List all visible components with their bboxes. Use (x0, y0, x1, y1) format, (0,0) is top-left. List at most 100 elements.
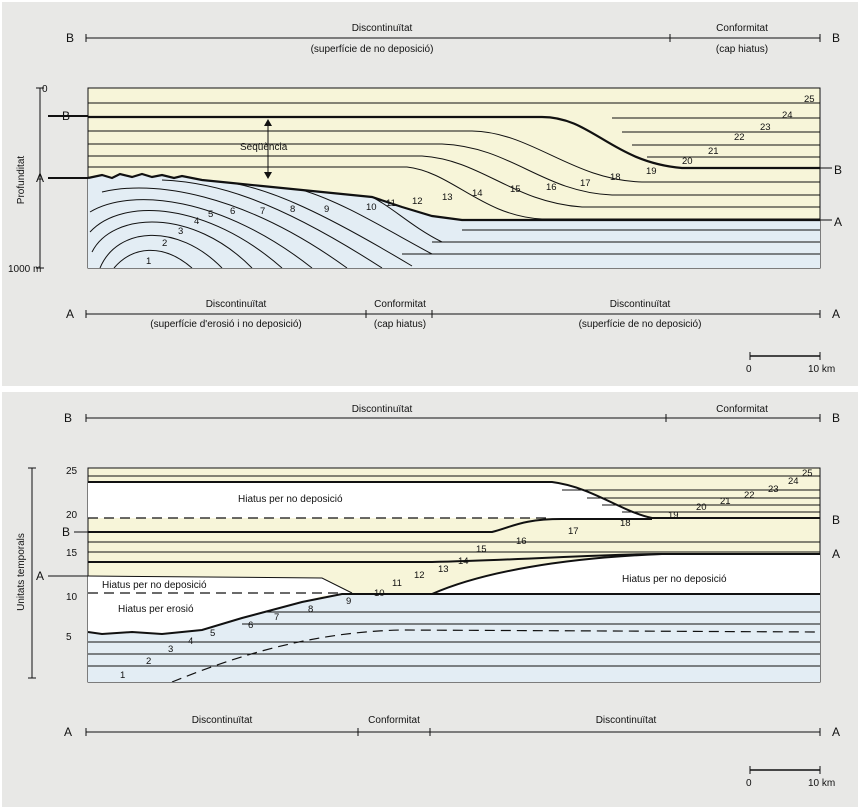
bot-layer-number: 4 (188, 636, 193, 647)
top-A-marker-right-label: A (834, 215, 842, 229)
bot-layer-number: 5 (210, 628, 215, 639)
top-layer-number: 6 (230, 206, 235, 217)
bot-hiatus-left-label: Hiatus per no deposició (102, 580, 207, 591)
bot-time-tick-label: 10 (66, 592, 78, 603)
top-layer-number: 25 (804, 94, 815, 105)
bot-layer-number: 25 (802, 468, 813, 479)
bot-time-tick-label: 25 (66, 466, 78, 477)
top-layer-number: 16 (546, 182, 557, 193)
bot-time-tick-label: 20 (66, 510, 78, 521)
bot-layer-number: 22 (744, 490, 755, 501)
top-A-seg3-sub: (superfície de no deposició) (579, 319, 702, 330)
bot-time-tick-labels: 25 20 15 10 5 (66, 466, 78, 643)
top-layer-number: 12 (412, 196, 423, 207)
top-A-seg1-title: Discontinuïtat (206, 299, 267, 310)
bot-A-seg3: Discontinuïtat (596, 715, 657, 726)
bottom-chronostratigraphic-svg: B B Discontinuïtat Conformitat Unitats t… (16, 404, 840, 789)
top-layer-number: 11 (386, 198, 396, 209)
bot-layer-number: 8 (308, 604, 313, 615)
bot-layer-number: 11 (392, 578, 402, 589)
top-B-conformity-sub: (cap hiatus) (716, 44, 768, 55)
bot-B-right-marker-label: B (832, 513, 840, 527)
bot-hiatus-erosion-label: Hiatus per erosió (118, 604, 194, 615)
top-layer-number: 13 (442, 192, 453, 203)
bot-layer-number: 17 (568, 526, 579, 537)
bot-scale-end: 10 km (808, 778, 835, 789)
top-A-marker-left-label: A (36, 171, 44, 185)
top-B-discontinuity-title: Discontinuïtat (352, 23, 413, 34)
top-scale-end: 10 km (808, 364, 835, 375)
top-B-right-label: B (832, 31, 840, 45)
bot-layer-number: 6 (248, 620, 253, 631)
top-layer-number: 9 (324, 204, 329, 215)
bot-layer-number: 10 (374, 588, 385, 599)
bot-time-tick-label: 15 (66, 548, 78, 559)
top-layer-number: 19 (646, 166, 657, 177)
sequence-arrow-heads (264, 119, 272, 179)
sequence-label: Seqüència (240, 142, 288, 153)
bot-layer-number: 9 (346, 596, 351, 607)
top-diagram-panel: B B Discontinuïtat (superfície de no dep… (2, 2, 858, 386)
bot-A-left-label: A (64, 725, 72, 739)
top-layer-number: 8 (290, 204, 295, 215)
bot-layer-number: 21 (720, 496, 731, 507)
bot-hiatus-right-label: Hiatus per no deposició (622, 574, 727, 585)
top-layer-number: 2 (162, 238, 167, 249)
top-B-conformity-title: Conformitat (716, 23, 768, 34)
bot-hiatus-top-label: Hiatus per no deposició (238, 494, 343, 505)
top-layer-number: 21 (708, 146, 719, 157)
top-B-left-label: B (66, 31, 74, 45)
top-layer-lines (87, 102, 820, 269)
top-layer-number: 14 (472, 188, 483, 199)
bot-layer-number: 2 (146, 656, 151, 667)
bot-B-left-label: B (64, 411, 72, 425)
bot-layer-number: 19 (668, 510, 679, 521)
bot-hiatus-top-area (88, 482, 652, 518)
top-layer-number: 22 (734, 132, 745, 143)
bot-layer-number: 24 (788, 476, 799, 487)
top-y-axis-label: Profunditat (16, 156, 27, 205)
top-A-seg2-sub: (cap hiatus) (374, 319, 426, 330)
top-layer-number: 20 (682, 156, 693, 167)
top-layer-number: 24 (782, 110, 793, 121)
top-layer-number: 10 (366, 202, 377, 213)
top-cross-section-svg: B B Discontinuïtat (superfície de no dep… (8, 23, 842, 375)
top-layer-number: 7 (260, 206, 265, 217)
top-A-right-label: A (832, 307, 840, 321)
top-layer-number: 4 (194, 216, 199, 227)
bot-B-right-label: B (832, 411, 840, 425)
top-A-seg1-sub: (superfície d'erosió i no deposició) (150, 319, 301, 330)
top-layer-number: 15 (510, 184, 521, 195)
bot-hiatus-erosion-area (88, 576, 352, 634)
bot-y-axis-label: Unitats temporals (16, 533, 27, 611)
bot-B-marker-label: B (62, 525, 70, 539)
bot-layer-number: 7 (274, 612, 279, 623)
top-layer-number: 1 (146, 256, 151, 267)
top-layer-number: 3 (178, 226, 183, 237)
bot-A-seg1: Discontinuïtat (192, 715, 253, 726)
top-scale-zero: 0 (746, 364, 752, 375)
bot-A-marker-label: A (36, 569, 44, 583)
top-layer-number: 23 (760, 122, 771, 133)
bot-layer-number: 14 (458, 556, 469, 567)
bot-layer-numbers: 1234567891011121314151617181920212223242… (120, 468, 813, 681)
top-layer-number: 18 (610, 172, 621, 183)
top-layer-number: 17 (580, 178, 591, 189)
bot-time-tick-label: 5 (66, 632, 72, 643)
top-depth-zero: 0 (42, 84, 48, 95)
bot-hiatus-right-area (432, 554, 820, 594)
bot-layer-number: 20 (696, 502, 707, 513)
bot-scale-zero: 0 (746, 778, 752, 789)
bot-layer-number: 23 (768, 484, 779, 495)
bot-layer-number: 15 (476, 544, 487, 555)
bot-B-conformity: Conformitat (716, 404, 768, 415)
bot-layer-number: 16 (516, 536, 527, 547)
top-lower-sequence-fill (88, 174, 820, 268)
bot-layer-number: 3 (168, 644, 173, 655)
bot-layer-number: 12 (414, 570, 425, 581)
bot-dashed-lines (88, 517, 821, 683)
top-A-seg3-title: Discontinuïtat (610, 299, 671, 310)
bot-layer-lines (87, 475, 820, 667)
top-A-left-label: A (66, 307, 74, 321)
